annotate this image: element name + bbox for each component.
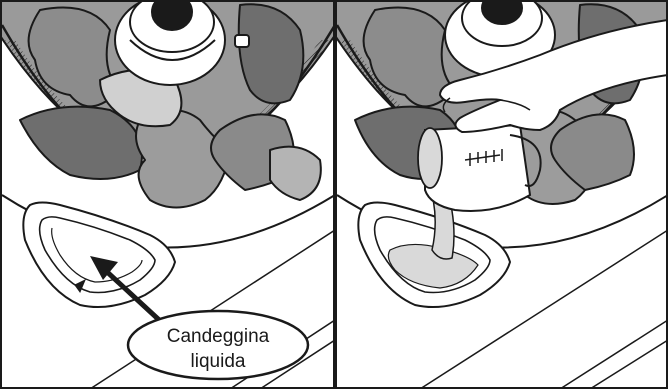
callout-line-2: liquida xyxy=(191,351,246,372)
callout-bubble: Candeggina liquida xyxy=(128,311,308,379)
callout-line-1: Candeggina xyxy=(167,326,270,347)
left-panel: Candeggina liquida xyxy=(0,0,345,389)
measuring-cup xyxy=(418,125,541,211)
right-panel xyxy=(325,0,668,389)
